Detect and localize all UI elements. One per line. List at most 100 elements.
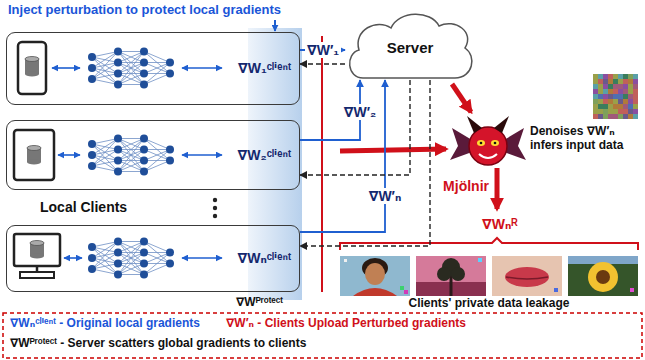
noise-pixel bbox=[603, 94, 608, 99]
tablet-icon bbox=[14, 130, 54, 180]
edge-label: ∇W′ₙ bbox=[367, 188, 404, 204]
noise-pixel bbox=[633, 94, 638, 99]
net-neuron bbox=[114, 70, 122, 78]
noise-pixel bbox=[623, 114, 628, 119]
noise-pixel bbox=[598, 89, 603, 94]
net-neuron bbox=[88, 75, 96, 83]
net-neuron bbox=[114, 260, 122, 268]
server-label: Server bbox=[387, 39, 434, 56]
bracket bbox=[340, 238, 638, 250]
leaked-image bbox=[416, 256, 486, 296]
attacker-devil bbox=[450, 116, 526, 165]
legend-box bbox=[3, 313, 642, 358]
net-neuron bbox=[114, 271, 122, 279]
noise-pixel bbox=[618, 104, 623, 109]
noise-pixel bbox=[633, 74, 638, 79]
noise-pixel bbox=[598, 104, 603, 109]
net-neuron bbox=[114, 168, 122, 176]
net-link bbox=[118, 52, 144, 85]
noise-pixel bbox=[628, 89, 633, 94]
noise-pixel bbox=[613, 114, 618, 119]
client-box: ∇W₁ᶜˡⁱᵉⁿᵗ bbox=[6, 32, 300, 105]
leaked-image bbox=[340, 256, 410, 296]
attack-arrow bbox=[495, 168, 500, 209]
net-neuron bbox=[140, 81, 148, 89]
net-neuron bbox=[88, 64, 96, 72]
gradient-label: ∇Wₙᶜˡⁱᵉⁿᵗ bbox=[237, 250, 291, 266]
upload-arrow bbox=[300, 80, 385, 232]
noise-pixel bbox=[628, 79, 633, 84]
net-link bbox=[144, 74, 170, 85]
net-link bbox=[144, 253, 170, 264]
noise-pixel bbox=[603, 79, 608, 84]
noise-pixel bbox=[603, 104, 608, 109]
net-neuron bbox=[88, 265, 96, 273]
net-link bbox=[118, 161, 144, 172]
noise-pixel bbox=[603, 114, 608, 119]
net-link bbox=[144, 242, 170, 253]
legend-entry: ∇W′ₙ - Clients Upload Perturbed gradient… bbox=[226, 317, 466, 331]
gradient-arrow bbox=[182, 257, 222, 259]
data-arrow bbox=[52, 67, 80, 69]
net-link bbox=[92, 52, 118, 80]
net-neuron bbox=[88, 162, 96, 170]
group-label: Local Clients bbox=[40, 199, 127, 215]
gradient-arrow bbox=[182, 154, 222, 156]
noise-pixel bbox=[633, 109, 638, 114]
net-neuron bbox=[140, 260, 148, 268]
noise-pixel bbox=[623, 79, 628, 84]
gradient-label: ∇W₁ᶜˡⁱᵉⁿᵗ bbox=[238, 60, 291, 76]
noise-pixel bbox=[618, 99, 623, 104]
noise-pixel bbox=[593, 99, 598, 104]
net-neuron bbox=[140, 249, 148, 257]
net-neuron bbox=[140, 157, 148, 165]
noise-pixel bbox=[608, 109, 613, 114]
edge-label: ∇W′₂ bbox=[342, 104, 379, 120]
net-link bbox=[92, 150, 118, 167]
annotation: Denoises ∇W′ₙ infers input data bbox=[530, 125, 638, 153]
noise-pixel bbox=[608, 79, 613, 84]
noise-pixel bbox=[628, 94, 633, 99]
computer-icon bbox=[14, 234, 60, 278]
net-link bbox=[144, 63, 170, 74]
noise-pixel bbox=[618, 84, 623, 89]
net-neuron bbox=[88, 151, 96, 159]
noise-pixel bbox=[608, 74, 613, 79]
noise-pixel bbox=[623, 99, 628, 104]
data-arrow bbox=[64, 257, 82, 259]
noise-pixel bbox=[608, 84, 613, 89]
noise-pixel bbox=[593, 79, 598, 84]
leaked-image bbox=[568, 256, 638, 296]
net-link bbox=[118, 52, 144, 85]
inject-arrow bbox=[274, 20, 276, 31]
net-link bbox=[118, 242, 144, 275]
noise-pixel bbox=[628, 74, 633, 79]
net-link bbox=[118, 139, 144, 172]
noise-pixel bbox=[613, 99, 618, 104]
noise-pixel bbox=[618, 74, 623, 79]
server-cloud: Server bbox=[345, 8, 475, 80]
noise-pixel bbox=[613, 84, 618, 89]
net-link bbox=[92, 253, 118, 270]
net-neuron bbox=[140, 135, 148, 143]
noise-pixel bbox=[628, 84, 633, 89]
annotation: Inject perturbation to protect local gra… bbox=[8, 3, 281, 18]
net-link bbox=[118, 264, 144, 275]
noise-pixel bbox=[608, 89, 613, 94]
noise-pixel bbox=[603, 109, 608, 114]
noise-pixel bbox=[623, 109, 628, 114]
attack-arrow bbox=[340, 149, 446, 151]
net-link bbox=[92, 139, 118, 167]
noise-pixel bbox=[593, 114, 598, 119]
noise-pixel bbox=[613, 109, 618, 114]
net-link bbox=[144, 264, 170, 275]
net-neuron bbox=[114, 146, 122, 154]
net-neuron bbox=[88, 140, 96, 148]
net-neuron bbox=[88, 53, 96, 61]
noise-pixel bbox=[633, 89, 638, 94]
noise-pixel bbox=[603, 89, 608, 94]
legend-entry: ∇Wᴾʳᵒᵗᵉᶜᵗ - Server scatters global gradi… bbox=[10, 337, 306, 351]
net-neuron bbox=[140, 48, 148, 56]
net-neuron bbox=[140, 168, 148, 176]
net-neuron bbox=[140, 70, 148, 78]
